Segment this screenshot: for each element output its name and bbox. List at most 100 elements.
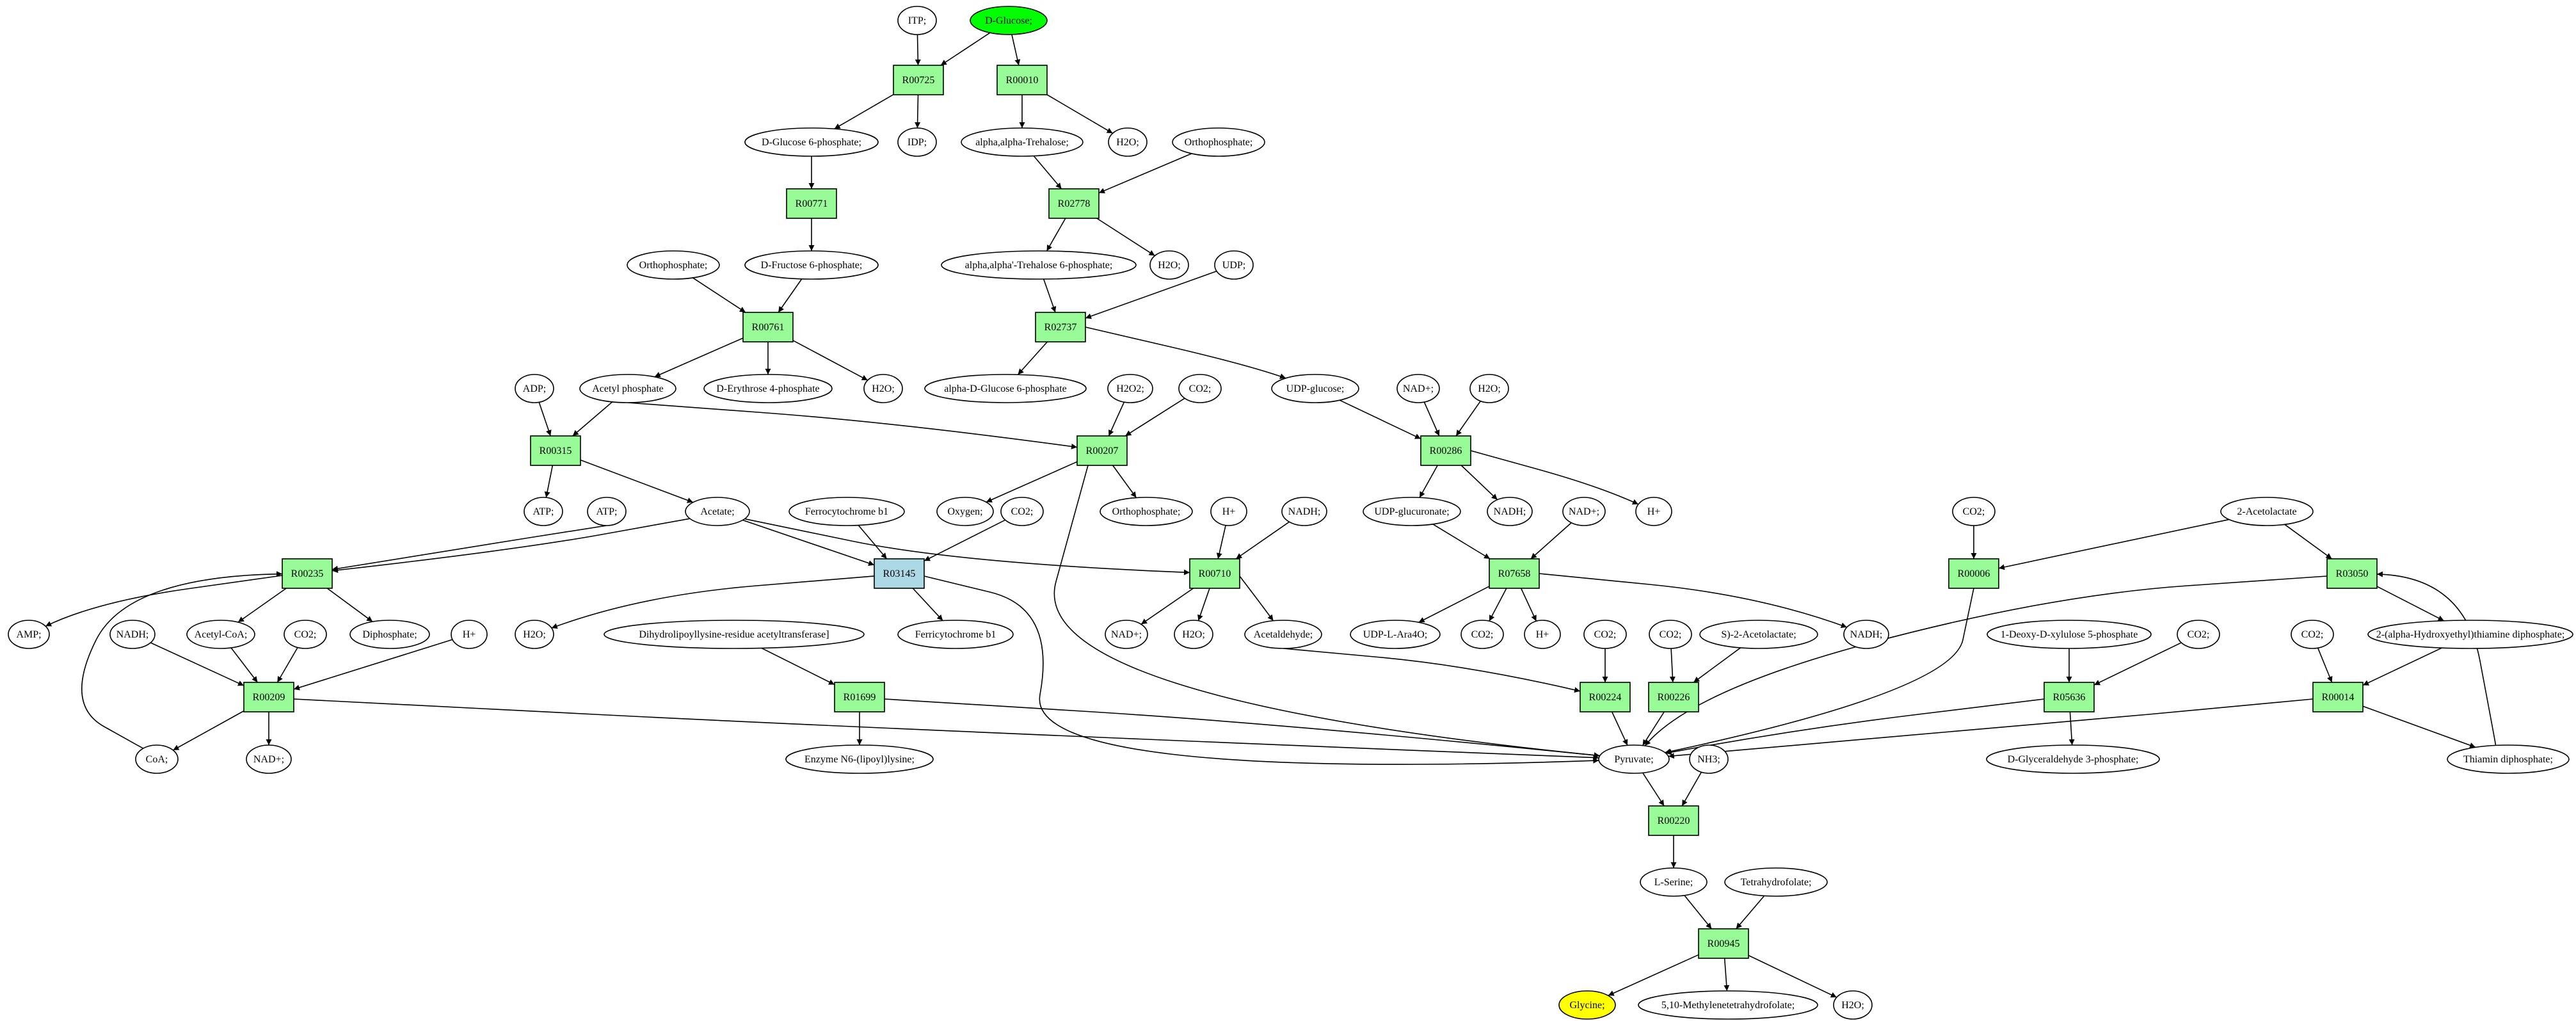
compound-node-nh3[interactable]: NH3; bbox=[1689, 744, 1729, 774]
reaction-node-r00235[interactable]: R00235 bbox=[282, 558, 333, 589]
reaction-node-r03050[interactable]: R03050 bbox=[2326, 558, 2378, 589]
compound-node-acetylp[interactable]: Acetyl phosphate bbox=[579, 374, 676, 403]
compound-node-nad_a[interactable]: NAD+; bbox=[1396, 374, 1440, 403]
compound-node-nad_b[interactable]: NAD+; bbox=[1562, 497, 1606, 526]
compound-node-trehalose[interactable]: alpha,alpha-Trehalose; bbox=[961, 127, 1084, 157]
compound-node-amp[interactable]: AMP; bbox=[8, 620, 50, 649]
reaction-node-r00006[interactable]: R00006 bbox=[1948, 558, 1999, 589]
compound-node-hplus_a[interactable]: H+ bbox=[1210, 497, 1247, 526]
compound-node-h2o_c[interactable]: H2O; bbox=[863, 374, 903, 403]
compound-node-pyruvate[interactable]: Pyruvate; bbox=[1598, 744, 1670, 774]
reaction-node-r01699[interactable]: R01699 bbox=[834, 682, 885, 712]
compound-node-h2o_e[interactable]: H2O; bbox=[515, 620, 554, 649]
reaction-node-r00710[interactable]: R00710 bbox=[1189, 558, 1240, 589]
compound-node-acetylcoa[interactable]: Acetyl-CoA; bbox=[186, 620, 255, 649]
compound-node-ortho_b[interactable]: Orthophosphate; bbox=[627, 250, 720, 280]
compound-node-udpara[interactable]: UDP-L-Ara4O; bbox=[1350, 620, 1441, 649]
reaction-node-r02737[interactable]: R02737 bbox=[1035, 312, 1086, 342]
reaction-node-r00220[interactable]: R00220 bbox=[1648, 805, 1699, 836]
compound-node-ortho_a[interactable]: Orthophosphate; bbox=[1172, 127, 1265, 157]
compound-node-gap[interactable]: D-Glyceraldehyde 3-phosphate; bbox=[1986, 744, 2160, 774]
compound-node-co2_g[interactable]: CO2; bbox=[1583, 620, 1627, 649]
compound-node-diphosphate[interactable]: Diphosphate; bbox=[349, 620, 430, 649]
compound-node-nadh_d[interactable]: NADH; bbox=[1843, 620, 1889, 649]
reaction-node-r02778[interactable]: R02778 bbox=[1048, 188, 1100, 219]
compound-node-udp[interactable]: UDP; bbox=[1214, 250, 1254, 280]
reaction-node-r00226[interactable]: R00226 bbox=[1648, 682, 1699, 712]
compound-node-udpglcur[interactable]: UDP-glucuronate; bbox=[1363, 497, 1461, 526]
compound-node-acetaldehyde[interactable]: Acetaldehyde; bbox=[1244, 620, 1322, 649]
edge-R00235-to-amp bbox=[45, 575, 283, 627]
compound-node-itp[interactable]: ITP; bbox=[897, 6, 937, 35]
compound-shape bbox=[1987, 620, 2152, 649]
compound-node-dxp[interactable]: 1-Deoxy-D-xylulose 5-phosphate bbox=[1987, 620, 2152, 649]
compound-node-acetate[interactable]: Acetate; bbox=[685, 497, 750, 526]
compound-node-udpglc[interactable]: UDP-glucose; bbox=[1271, 374, 1359, 403]
compound-node-nad_d[interactable]: NAD+; bbox=[246, 744, 292, 774]
reaction-node-r00207[interactable]: R00207 bbox=[1076, 435, 1128, 466]
compound-node-hethdp[interactable]: 2-(alpha-Hydroxyethyl)thiamine diphospha… bbox=[2367, 620, 2573, 649]
compound-node-thf[interactable]: Tetrahydrofolate; bbox=[1724, 867, 1828, 897]
compound-node-nad_c[interactable]: NAD+; bbox=[1105, 620, 1148, 649]
reaction-node-r00315[interactable]: R00315 bbox=[530, 435, 581, 466]
compound-node-f6p[interactable]: D-Fructose 6-phosphate; bbox=[744, 250, 879, 280]
compound-node-e4p[interactable]: D-Erythrose 4-phosphate bbox=[703, 374, 833, 403]
compound-node-co2_i[interactable]: CO2; bbox=[2177, 620, 2220, 649]
reaction-node-r00224[interactable]: R00224 bbox=[1580, 682, 1631, 712]
compound-node-oxygen[interactable]: Oxygen; bbox=[936, 497, 994, 526]
compound-node-g6p[interactable]: D-Glucose 6-phosphate; bbox=[744, 127, 879, 157]
reaction-node-r05636[interactable]: R05636 bbox=[2044, 682, 2095, 712]
compound-node-aglc6p[interactable]: alpha-D-Glucose 6-phosphate bbox=[924, 374, 1087, 403]
compound-node-h2o2[interactable]: H2O2; bbox=[1107, 374, 1153, 403]
compound-node-co2_h[interactable]: CO2; bbox=[1649, 620, 1692, 649]
compound-node-h2o_g[interactable]: H2O; bbox=[1833, 990, 1873, 1020]
compound-node-co2_a[interactable]: CO2; bbox=[1178, 374, 1222, 403]
compound-node-t6p[interactable]: alpha,alpha'-Trehalose 6-phosphate; bbox=[941, 250, 1137, 280]
compound-node-thdp[interactable]: Thiamin diphosphate; bbox=[2447, 744, 2570, 774]
compound-node-atp_a[interactable]: ATP; bbox=[524, 497, 563, 526]
compound-node-nadh_a[interactable]: NADH; bbox=[1281, 497, 1327, 526]
reaction-node-r03145[interactable]: R03145 bbox=[874, 558, 925, 589]
compound-node-co2_f[interactable]: CO2; bbox=[1460, 620, 1504, 649]
reaction-node-r00010[interactable]: R00010 bbox=[996, 65, 1048, 95]
reaction-node-r00209[interactable]: R00209 bbox=[243, 682, 294, 712]
compound-node-methylene_thf[interactable]: 5,10-Methylenetetrahydrofolate; bbox=[1638, 990, 1818, 1020]
compound-label: Ferrocytochrome b1 bbox=[805, 506, 888, 517]
compound-node-serine[interactable]: L-Serine; bbox=[1640, 867, 1708, 897]
compound-node-glycine[interactable]: Glycine; bbox=[1558, 990, 1616, 1020]
compound-node-ferricyt[interactable]: Ferricytochrome b1 bbox=[897, 620, 1014, 649]
compound-node-s_acetolactate[interactable]: S)-2-Acetolactate; bbox=[1699, 620, 1818, 649]
compound-node-nadh_b[interactable]: NADH; bbox=[1487, 497, 1533, 526]
compound-node-ferrocyt[interactable]: Ferrocytochrome b1 bbox=[788, 497, 905, 526]
compound-node-atp_b[interactable]: ATP; bbox=[587, 497, 627, 526]
compound-node-co2_j[interactable]: CO2; bbox=[2291, 620, 2334, 649]
compound-node-nadh_c[interactable]: NADH; bbox=[109, 620, 156, 649]
reaction-node-r00945[interactable]: R00945 bbox=[1698, 928, 1749, 959]
compound-node-h2o_a[interactable]: H2O; bbox=[1108, 127, 1148, 157]
compound-node-h2o_f[interactable]: H2O; bbox=[1174, 620, 1213, 649]
compound-shape bbox=[1833, 990, 1873, 1020]
compound-node-co2_c[interactable]: CO2; bbox=[1952, 497, 1996, 526]
compound-node-dglucose[interactable]: D-Glucose; bbox=[970, 6, 1048, 35]
compound-node-idp[interactable]: IDP; bbox=[897, 127, 937, 157]
compound-node-acetolactate_a[interactable]: 2-Acetolactate bbox=[2220, 497, 2314, 526]
compound-node-h2o_d[interactable]: H2O; bbox=[1469, 374, 1509, 403]
compound-node-h2o_b[interactable]: H2O; bbox=[1149, 250, 1189, 280]
compound-node-adp[interactable]: ADP; bbox=[515, 374, 554, 403]
compound-node-dihydrolipo[interactable]: Dihydrolipoyllysine-residue acetyltransf… bbox=[604, 620, 865, 649]
compound-label: NADH; bbox=[116, 629, 149, 640]
reaction-node-r07658[interactable]: R07658 bbox=[1489, 558, 1540, 589]
compound-node-co2_b[interactable]: CO2; bbox=[1000, 497, 1044, 526]
reaction-node-r00014[interactable]: R00014 bbox=[2312, 682, 2364, 712]
reaction-node-r00761[interactable]: R00761 bbox=[742, 312, 794, 342]
compound-node-hplus_b[interactable]: H+ bbox=[1635, 497, 1672, 526]
compound-node-coa[interactable]: CoA; bbox=[135, 744, 179, 774]
reaction-node-r00286[interactable]: R00286 bbox=[1420, 435, 1471, 466]
compound-node-hplus_d[interactable]: H+ bbox=[1524, 620, 1561, 649]
compound-node-hplus_c[interactable]: H+ bbox=[451, 620, 488, 649]
compound-node-enzlipo[interactable]: Enzyme N6-(lipoyl)lysine; bbox=[785, 744, 934, 774]
reaction-node-r00771[interactable]: R00771 bbox=[786, 188, 837, 219]
compound-node-co2_d[interactable]: CO2; bbox=[284, 620, 327, 649]
reaction-node-r00725[interactable]: R00725 bbox=[893, 65, 944, 95]
compound-node-ortho_c[interactable]: Orthophosphate; bbox=[1100, 497, 1193, 526]
